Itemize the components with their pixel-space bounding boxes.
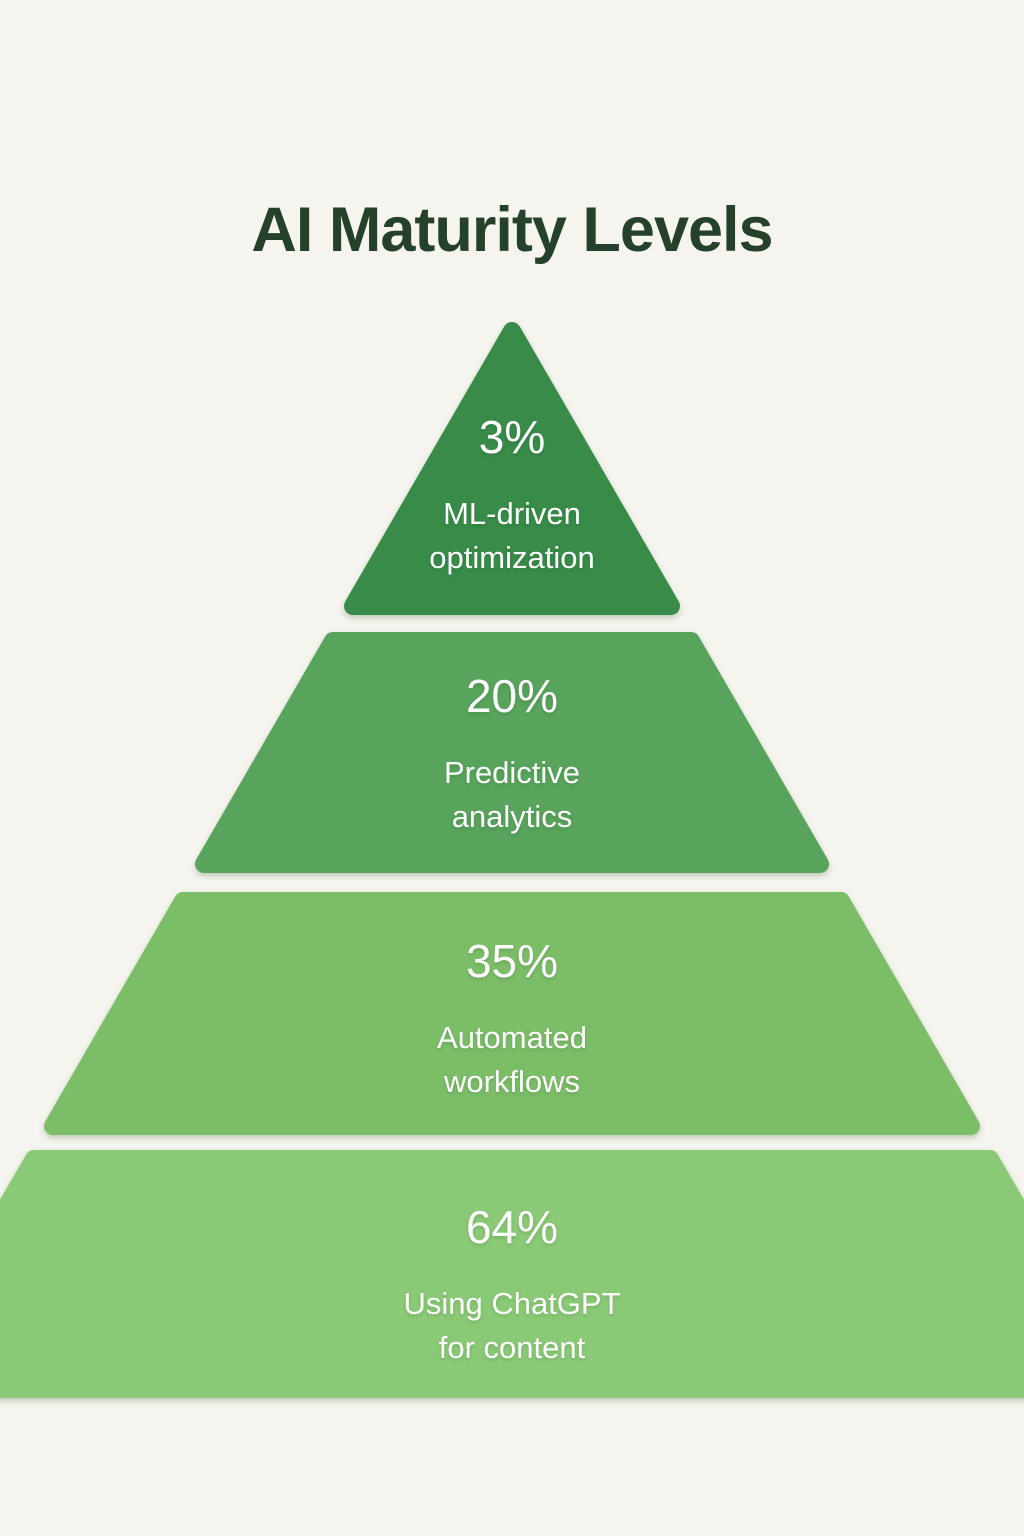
tier-4-label: Using ChatGPT for content xyxy=(0,1282,1024,1370)
tier-3-label: Automated workflows xyxy=(0,1016,1024,1104)
tier-4-text: 64% Using ChatGPT for content xyxy=(0,1204,1024,1370)
tier-1-percent: 3% xyxy=(478,411,546,463)
pyramid-tier-3-shape xyxy=(44,892,980,1135)
tier-1-label: ML-driven optimization xyxy=(0,492,1024,580)
tier-2-label: Predictive analytics xyxy=(0,751,1024,839)
tier-2-label-line-2: analytics xyxy=(451,799,573,834)
tier-4-label-line-1: Using ChatGPT xyxy=(403,1286,621,1321)
tier-2-percent: 20% xyxy=(465,670,559,722)
tier-3-label-line-1: Automated xyxy=(437,1020,587,1055)
page-title: AI Maturity Levels xyxy=(251,195,773,266)
pyramid-tier-1-shape xyxy=(344,322,680,615)
tier-4-label-line-2: for content xyxy=(438,1330,586,1365)
tier-4-percent: 64% xyxy=(465,1201,559,1253)
tier-2-text: 20% Predictive analytics xyxy=(0,673,1024,839)
tier-3-label-line-2: workflows xyxy=(443,1064,581,1099)
tier-1-label-line-1: ML-driven xyxy=(443,496,581,531)
pyramid-tier-2-shape xyxy=(195,632,829,873)
tier-2-label-line-1: Predictive xyxy=(443,755,581,790)
tier-1-text: 3% ML-driven optimization xyxy=(0,414,1024,580)
tier-3-text: 35% Automated workflows xyxy=(0,938,1024,1104)
tier-1-label-line-2: optimization xyxy=(429,540,595,575)
tier-3-percent: 35% xyxy=(465,935,559,987)
pyramid-tier-4-shape xyxy=(0,1150,1024,1398)
